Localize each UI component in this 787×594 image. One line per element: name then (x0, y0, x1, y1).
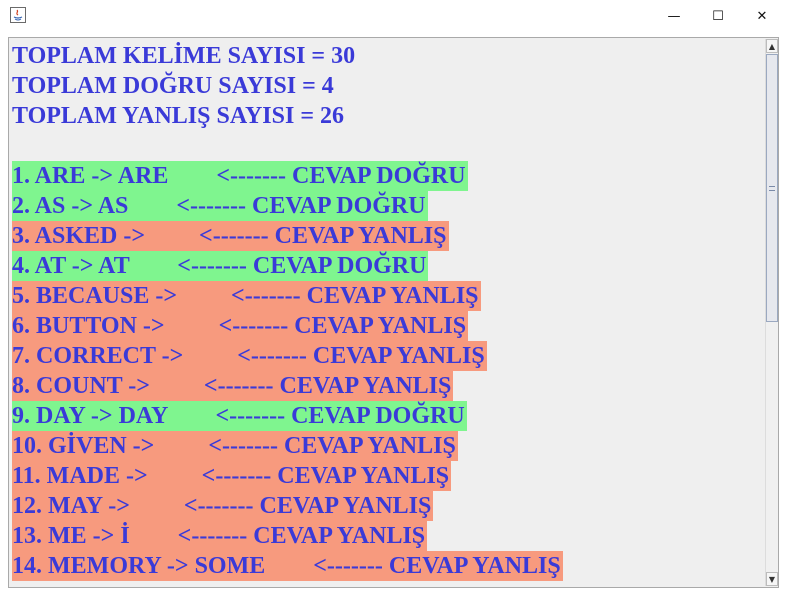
result-line-wrong: 5. BECAUSE -> <------- CEVAP YANLIŞ (12, 281, 481, 311)
results-scroll-pane[interactable]: TOPLAM KELİME SAYISI = 30 TOPLAM DOĞRU S… (8, 37, 779, 588)
result-line-wrong: 3. ASKED -> <------- CEVAP YANLIŞ (12, 221, 449, 251)
result-line-correct: 9. DAY -> DAY <------- CEVAP DOĞRU (12, 401, 467, 431)
maximize-button[interactable]: ☐ (696, 0, 740, 32)
close-button[interactable]: ✕ (740, 0, 784, 32)
scroll-thumb[interactable] (766, 54, 778, 322)
vertical-scrollbar[interactable]: ▲ ▼ (765, 39, 778, 586)
blank-line (12, 131, 762, 161)
scroll-down-button[interactable]: ▼ (766, 572, 778, 586)
result-line-wrong: 14. MEMORY -> SOME <------- CEVAP YANLIŞ (12, 551, 563, 581)
result-line-correct: 4. AT -> AT <------- CEVAP DOĞRU (12, 251, 429, 281)
summary-correct: TOPLAM DOĞRU SAYISI = 4 (12, 73, 334, 99)
result-line-wrong: 13. ME -> İ <------- CEVAP YANLIŞ (12, 521, 428, 551)
window-titlebar[interactable]: — ☐ ✕ (0, 0, 787, 32)
maximize-icon: ☐ (712, 8, 724, 24)
result-line-wrong: 10. GİVEN -> <------- CEVAP YANLIŞ (12, 431, 458, 461)
results-text-area[interactable]: TOPLAM KELİME SAYISI = 30 TOPLAM DOĞRU S… (12, 41, 762, 586)
minimize-button[interactable]: — (652, 0, 696, 32)
grip-icon (769, 185, 775, 191)
scroll-up-button[interactable]: ▲ (766, 39, 778, 53)
result-line-wrong: 12. MAY -> <------- CEVAP YANLIŞ (12, 491, 434, 521)
result-line-correct: 1. ARE -> ARE <------- CEVAP DOĞRU (12, 161, 468, 191)
minimize-icon: — (667, 8, 681, 24)
summary-wrong: TOPLAM YANLIŞ SAYISI = 26 (12, 103, 345, 129)
arrow-down-icon: ▼ (768, 574, 776, 584)
result-line-wrong: 8. COUNT -> <------- CEVAP YANLIŞ (12, 371, 454, 401)
java-app-icon (10, 7, 26, 23)
arrow-up-icon: ▲ (768, 41, 776, 51)
result-line-wrong: 7. CORRECT -> <------- CEVAP YANLIŞ (12, 341, 487, 371)
result-line-wrong: 11. MADE -> <------- CEVAP YANLIŞ (12, 461, 452, 491)
result-line-correct: 2. AS -> AS <------- CEVAP DOĞRU (12, 191, 428, 221)
summary-total: TOPLAM KELİME SAYISI = 30 (12, 43, 356, 69)
result-line-wrong: 6. BUTTON -> <------- CEVAP YANLIŞ (12, 311, 469, 341)
close-icon: ✕ (756, 8, 768, 24)
